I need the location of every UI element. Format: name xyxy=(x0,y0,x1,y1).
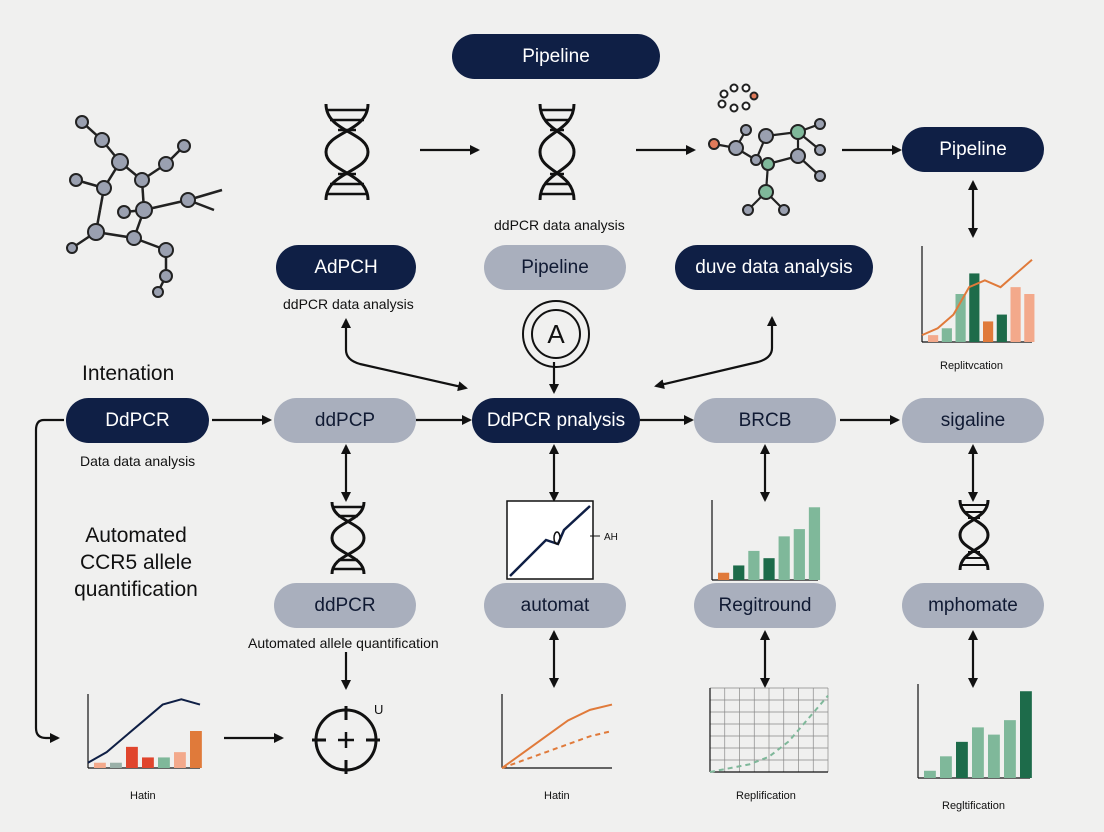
chart-bar xyxy=(126,746,138,768)
chart-bar xyxy=(928,335,939,342)
automated-ccr5-heading: Automated CCR5 allele quantification xyxy=(74,524,198,601)
chart5-xlabel: Regltification xyxy=(942,800,1005,812)
chart-bar xyxy=(718,572,730,580)
chart-line xyxy=(87,698,201,764)
chart-bar xyxy=(808,507,821,580)
chart-bar xyxy=(142,757,154,768)
chart-hatin-left xyxy=(87,694,202,769)
chart-bar xyxy=(955,294,966,342)
dna-icon xyxy=(538,103,576,201)
pipeline-mid-pill[interactable]: Pipeline xyxy=(484,245,626,290)
chart-bar xyxy=(996,314,1007,342)
regitround-pill[interactable]: Regitround xyxy=(694,583,836,628)
ddpcr-lower-pill[interactable]: ddPCR xyxy=(274,583,416,628)
chart-replification xyxy=(709,687,829,773)
chart-bar xyxy=(941,328,952,342)
chart-line xyxy=(501,703,613,769)
chart-bar xyxy=(158,757,170,768)
target-icon: U xyxy=(312,702,383,774)
chart-bar xyxy=(748,550,760,580)
brcb-pill[interactable]: BRCB xyxy=(694,398,836,443)
ddpcr-data-analysis-label: ddPCR data analysis xyxy=(494,217,625,233)
intenation-heading: Intenation xyxy=(82,362,175,385)
adpch-pill[interactable]: AdPCH xyxy=(276,245,416,290)
chart-replitvcation xyxy=(921,246,1035,343)
dna-icon xyxy=(958,499,990,571)
chart-bar xyxy=(969,273,980,342)
dna-icon xyxy=(324,103,370,201)
duve-data-analysis-pill[interactable]: duve data analysis xyxy=(675,245,873,290)
ddpcp-pill[interactable]: ddPCP xyxy=(274,398,416,443)
chart-bar xyxy=(1024,294,1035,342)
data-data-analysis-label: Data data analysis xyxy=(80,453,196,469)
chart1-xlabel: Replitvcation xyxy=(940,360,1003,372)
pipeline-top-pill[interactable]: Pipeline xyxy=(452,34,660,79)
chart-hatin-center xyxy=(501,694,613,769)
circle-a-letter: A xyxy=(547,319,565,349)
automat-pill[interactable]: automat xyxy=(484,583,626,628)
chart-bar xyxy=(763,558,775,580)
trend-box-chart: AH xyxy=(506,500,618,580)
chart-bar xyxy=(733,565,745,580)
chart-bar xyxy=(1010,287,1021,342)
mphomate-pill[interactable]: mphomate xyxy=(902,583,1044,628)
chart-bar xyxy=(983,321,994,342)
chart-bar xyxy=(956,741,968,778)
ddpcr-data-analysis-label: ddPCR data analysis xyxy=(283,296,414,312)
arrow-left-loop xyxy=(34,418,64,743)
chart2-xlabel: Hatin xyxy=(130,790,156,802)
chart-bar xyxy=(94,762,106,768)
automated-allele-label: Automated allele quantification xyxy=(248,635,439,651)
molecule-icon xyxy=(66,115,223,298)
arrow-adpch-center xyxy=(341,318,468,392)
chart-bar xyxy=(1020,691,1032,778)
circle-a-icon: A xyxy=(522,300,590,368)
center-analysis-pill[interactable]: DdPCR pnalysis xyxy=(472,398,640,443)
pipeline-right-pill[interactable]: Pipeline xyxy=(902,127,1044,172)
chart-bar xyxy=(110,762,122,768)
molecule-icon xyxy=(708,83,826,216)
chart-bar xyxy=(972,727,984,778)
chart-bar xyxy=(778,536,790,580)
chart-bar xyxy=(1004,720,1016,778)
chart-line xyxy=(921,258,1033,337)
dna-icon xyxy=(330,501,366,575)
arrow-duve-center xyxy=(654,316,777,390)
chart-bar xyxy=(940,756,952,778)
ah-label: AH xyxy=(604,532,618,543)
chart-bar xyxy=(190,731,202,768)
chart3-xlabel: Hatin xyxy=(544,790,570,802)
chart-line xyxy=(501,730,613,769)
ddpcr-left-pill[interactable]: DdPCR xyxy=(66,398,209,443)
sigaline-pill[interactable]: sigaline xyxy=(902,398,1044,443)
chart-bar xyxy=(988,734,1000,778)
chart-bar xyxy=(174,752,186,768)
chart-line xyxy=(709,694,829,773)
chart-regltification xyxy=(917,684,1032,779)
chart-brcb-bars xyxy=(711,500,821,581)
chart4-xlabel: Replification xyxy=(736,790,796,802)
chart-bar xyxy=(924,770,936,778)
chart-bar xyxy=(793,529,805,580)
u-label: U xyxy=(374,702,383,717)
